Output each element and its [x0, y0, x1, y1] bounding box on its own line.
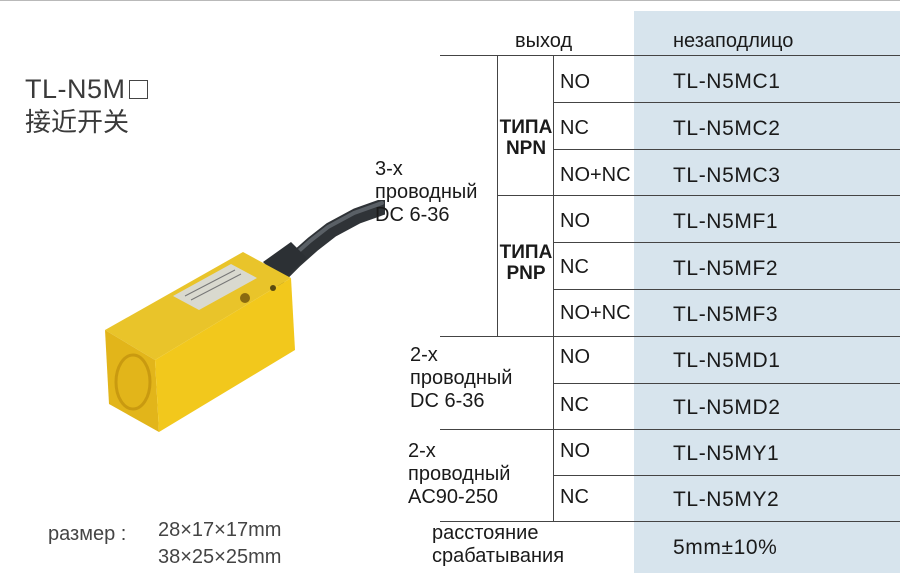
table-rule — [440, 521, 900, 522]
model-cell: TL-N5MY1 — [673, 442, 780, 465]
table-rule — [553, 102, 900, 103]
output-cell: NO — [560, 346, 590, 368]
product-title: TL-N5M — [25, 72, 148, 106]
table-rule — [553, 383, 900, 384]
table-rule — [553, 289, 900, 290]
table-rule — [440, 55, 900, 56]
group-2wire-dc: 2-х проводный DC 6-36 — [410, 344, 513, 412]
size-value-2: 38×25×25mm — [158, 546, 282, 568]
table-rule — [497, 195, 900, 196]
model-column-shade — [634, 11, 900, 573]
product-subtitle: 接近开关 — [25, 107, 130, 137]
type-pnp: ТИПА PNP — [499, 242, 553, 284]
model-cell: TL-N5MY2 — [673, 488, 780, 511]
output-cell: NO+NC — [560, 302, 631, 324]
group-3wire-dc: 3-х проводный DC 6-36 — [375, 158, 478, 226]
model-cell: TL-N5MC3 — [673, 164, 781, 187]
model-cell: TL-N5MC1 — [673, 70, 781, 93]
size-label: размер : — [48, 523, 127, 545]
output-cell: NO — [560, 71, 590, 93]
table-divider — [497, 55, 498, 336]
table-rule — [553, 475, 900, 476]
table-rule — [440, 336, 900, 337]
table-rule — [440, 429, 900, 430]
distance-label: расстояние срабатывания — [432, 522, 565, 567]
output-cell: NO — [560, 440, 590, 462]
model-cell: TL-N5MD1 — [673, 349, 781, 372]
output-cell: NC — [560, 486, 589, 508]
header-flush: незаподлицо — [673, 30, 794, 52]
group-2wire-ac: 2-х проводный AC90-250 — [408, 440, 511, 508]
model-cell: TL-N5MC2 — [673, 117, 781, 140]
model-cell: TL-N5MF3 — [673, 303, 779, 326]
top-border — [0, 0, 900, 1]
type-npn: ТИПА NPN — [499, 117, 553, 159]
sensor-image — [105, 200, 385, 432]
model-cell: TL-N5MF1 — [673, 210, 779, 233]
output-cell: NC — [560, 256, 589, 278]
output-cell: NC — [560, 394, 589, 416]
output-cell: NC — [560, 117, 589, 139]
model-cell: TL-N5MD2 — [673, 396, 781, 419]
table-divider — [553, 55, 554, 521]
distance-value: 5mm±10% — [673, 536, 778, 559]
size-value-1: 28×17×17mm — [158, 519, 282, 541]
output-cell: NO+NC — [560, 164, 631, 186]
placeholder-box — [128, 80, 148, 99]
table-rule — [553, 242, 900, 243]
table-rule — [553, 149, 900, 150]
header-output: выход — [515, 30, 573, 52]
output-cell: NO — [560, 210, 590, 232]
model-cell: TL-N5MF2 — [673, 257, 779, 280]
